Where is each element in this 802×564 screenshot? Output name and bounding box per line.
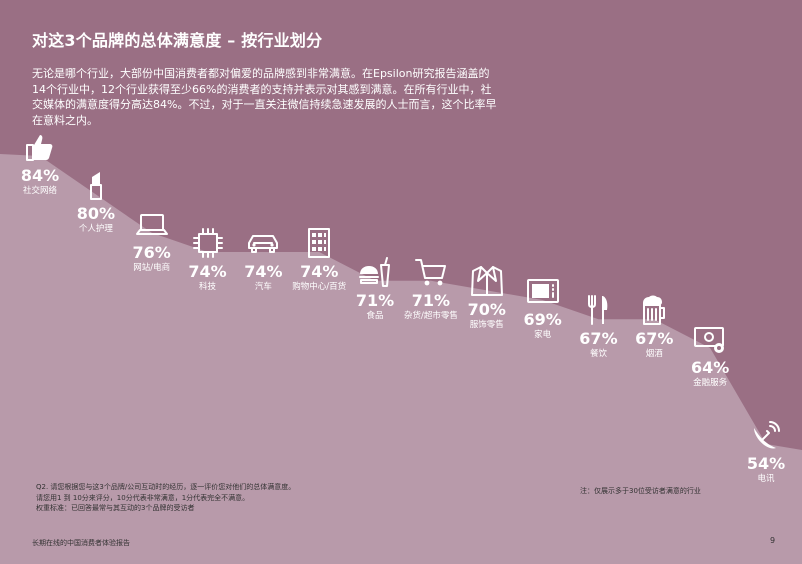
footnote-question: Q2. 请您根据您与这3个品牌/公司互动时的经历，逐一评价您对他们的总体满意度。… [36,482,556,514]
footnote-base-line: 权重标准：已回答最常与其互动的3个品牌的受访者 [36,504,195,512]
value-label: 74% [300,262,339,281]
lipstick-icon [79,168,113,202]
category-label: 烟酒 [645,349,663,360]
thumbs-up-icon [23,130,57,164]
value-label: 80% [76,204,115,224]
value-label: 69% [523,310,562,329]
building-icon [302,226,336,260]
category-label: 科技 [199,282,217,292]
chip-icon [191,226,225,260]
category-label: 杂货/超市零售 [403,310,458,321]
intro-paragraph: 无论是哪个行业，大部份中国消费者都对偏爱的品牌感到非常满意。在Epsilon研究… [32,67,497,127]
category-label: 购物中心/百货 [292,282,347,292]
value-label: 54% [746,454,786,473]
category-label: 个人护理 [78,224,113,235]
microwave-icon [526,274,560,308]
burger-drink-icon [358,255,392,289]
category-label: 社交网络 [22,186,57,196]
jacket-icon [470,264,504,298]
satisfaction-area [0,154,802,564]
category-label: 汽车 [254,282,272,292]
fork-knife-icon [581,293,615,327]
car-icon [246,226,280,260]
footnote-q-line: Q2. 请您根据您与这3个品牌/公司互动时的经历，逐一评价您对他们的总体满意度。 [36,483,296,491]
shopping-cart-icon [414,255,448,289]
category-label: 服饰零售 [469,320,504,331]
value-label: 84% [20,166,60,185]
category-label: 金融服务 [693,378,728,388]
report-footer: 长期在线的中国消费者体验报告 [32,539,130,547]
category-label: 网站/电商 [133,262,171,273]
page-title: 对这3个品牌的总体满意度 – 按行业划分 [32,31,323,50]
satellite-dish-icon [749,418,783,452]
footnote-scale-line: 请您用1 到 10分来评分，10分代表非常满意，1分代表完全不满意。 [36,493,250,502]
beer-mug-icon [637,293,671,327]
money-icon [693,322,727,356]
value-label: 67% [579,329,618,349]
category-label: 电讯 [757,474,775,484]
chart-note: 注：仅展示多于30位受访者满意的行业 [580,487,701,495]
value-label: 76% [132,242,171,262]
category-label: 餐饮 [589,349,607,360]
category-label: 食品 [366,310,384,321]
value-label: 74% [244,262,283,281]
value-label: 70% [467,300,506,320]
value-label: 74% [188,262,227,281]
category-label: 家电 [534,330,552,340]
value-label: 67% [635,329,674,349]
value-label: 71% [411,290,451,310]
laptop-icon [135,207,169,241]
page-number: 9 [770,536,776,545]
value-label: 64% [690,358,730,377]
value-label: 71% [355,290,395,310]
